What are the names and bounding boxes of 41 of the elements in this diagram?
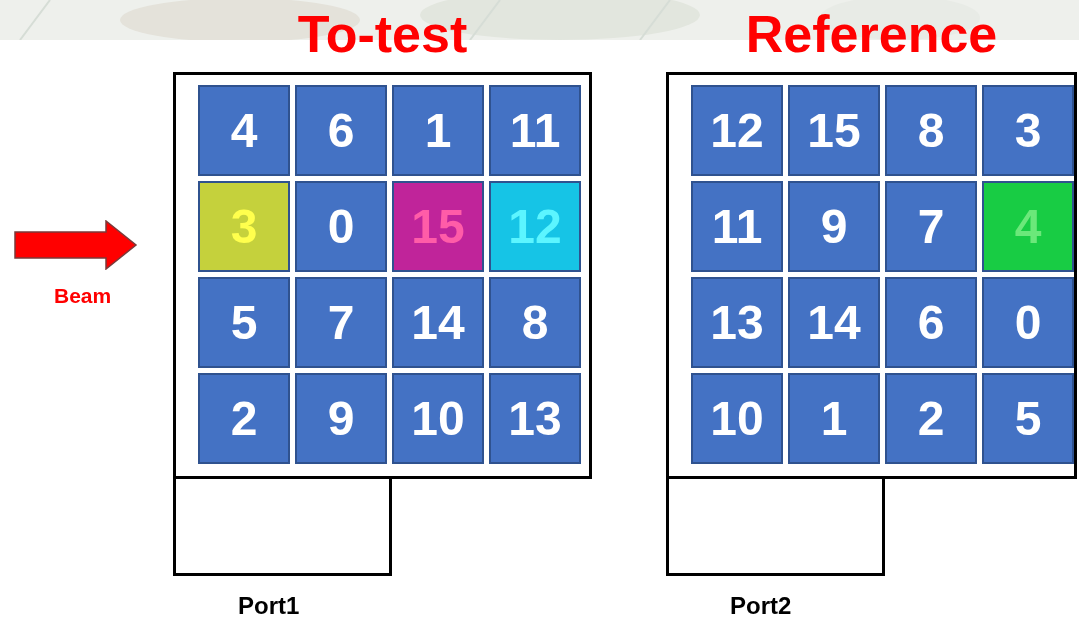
port-box bbox=[173, 476, 392, 576]
number-tile: 6 bbox=[295, 85, 387, 176]
number-tile: 2 bbox=[198, 373, 290, 464]
number-tile: 3 bbox=[982, 85, 1074, 176]
number-tile: 5 bbox=[198, 277, 290, 368]
number-tile: 1 bbox=[392, 85, 484, 176]
number-tile: 4 bbox=[198, 85, 290, 176]
number-tile: 6 bbox=[885, 277, 977, 368]
chip-panel bbox=[173, 72, 592, 479]
number-tile: 0 bbox=[982, 277, 1074, 368]
panel-title: Reference bbox=[744, 4, 999, 65]
number-tile: 15 bbox=[392, 181, 484, 272]
port-box bbox=[666, 476, 885, 576]
number-tile: 13 bbox=[489, 373, 581, 464]
number-tile: 15 bbox=[788, 85, 880, 176]
panel-title: To-test bbox=[296, 4, 469, 65]
number-tile: 5 bbox=[982, 373, 1074, 464]
number-tile: 12 bbox=[489, 181, 581, 272]
number-tile: 1 bbox=[788, 373, 880, 464]
number-tile: 14 bbox=[788, 277, 880, 368]
number-tile: 10 bbox=[392, 373, 484, 464]
number-tile: 9 bbox=[295, 373, 387, 464]
number-tile: 8 bbox=[885, 85, 977, 176]
number-tile: 7 bbox=[885, 181, 977, 272]
port-label: Port1 bbox=[238, 591, 300, 617]
number-tile: 14 bbox=[392, 277, 484, 368]
beam-label: Beam bbox=[54, 283, 112, 309]
port-label: Port2 bbox=[730, 591, 792, 617]
number-tile: 7 bbox=[295, 277, 387, 368]
number-tile: 0 bbox=[295, 181, 387, 272]
number-tile: 4 bbox=[982, 181, 1074, 272]
number-tile: 11 bbox=[489, 85, 581, 176]
number-tile: 11 bbox=[691, 181, 783, 272]
number-tile: 9 bbox=[788, 181, 880, 272]
chip-panel bbox=[666, 72, 1077, 479]
number-tile: 8 bbox=[489, 277, 581, 368]
number-tile: 12 bbox=[691, 85, 783, 176]
number-tile: 10 bbox=[691, 373, 783, 464]
number-tile: 13 bbox=[691, 277, 783, 368]
number-tile: 3 bbox=[198, 181, 290, 272]
number-tile: 2 bbox=[885, 373, 977, 464]
